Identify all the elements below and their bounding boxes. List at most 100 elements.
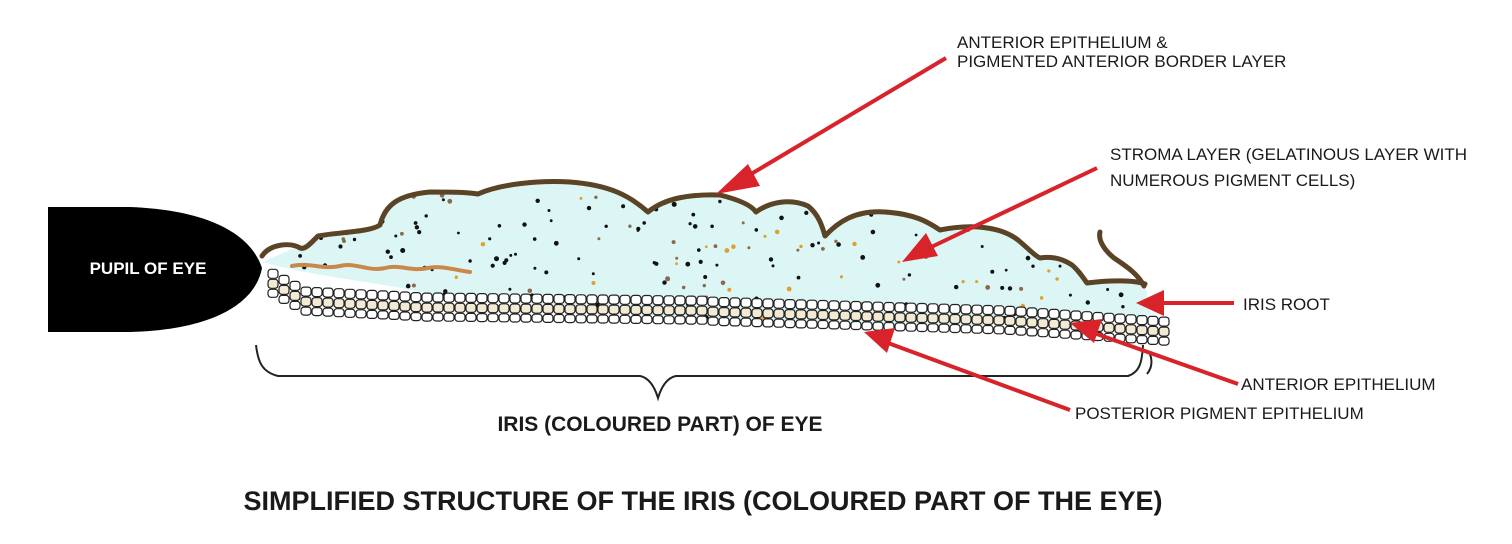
pigment-dot xyxy=(720,280,726,286)
epithelial-cell xyxy=(476,293,488,304)
epithelial-cell xyxy=(564,304,576,315)
pigment-dot xyxy=(1004,268,1008,272)
pigment-dot xyxy=(375,285,380,290)
epithelial-cell xyxy=(443,302,455,313)
epithelial-cell xyxy=(1004,305,1016,316)
epithelial-cell xyxy=(553,293,565,305)
pigment-dot xyxy=(1085,300,1091,305)
epithelial-cell xyxy=(311,297,323,308)
pigment-dot xyxy=(1104,230,1110,236)
label-stroma-1: STROMA LAYER (GELATINOUS LAYER WITH xyxy=(1110,145,1467,164)
epithelial-cell xyxy=(949,303,961,315)
epithelial-cell xyxy=(443,312,455,322)
pigment-dot xyxy=(1000,285,1005,290)
epithelial-cell xyxy=(652,315,664,325)
epithelial-cell xyxy=(641,294,653,306)
pigment-dot xyxy=(834,239,838,243)
epithelial-cell xyxy=(520,313,532,323)
pigment-dot xyxy=(804,210,809,215)
epithelial-cell xyxy=(916,322,928,333)
epithelial-cell xyxy=(850,310,862,322)
epithelial-cell xyxy=(740,297,752,308)
epithelial-cell xyxy=(1026,327,1038,337)
pigment-dot xyxy=(731,244,736,249)
pigment-dot xyxy=(1110,233,1114,238)
epithelial-cell xyxy=(542,293,554,304)
label-anterior-epithelium: ANTERIOR EPITHELIUM xyxy=(1241,375,1436,394)
pigment-dot xyxy=(1130,194,1134,198)
pigment-dot xyxy=(577,257,581,261)
pigment-dot xyxy=(875,282,881,288)
pigment-dot xyxy=(544,270,549,275)
epithelial-cell xyxy=(608,304,620,315)
epithelial-cell xyxy=(729,307,741,318)
pigment-dot xyxy=(591,281,596,285)
pigment-dot xyxy=(821,247,825,251)
epithelial-cell xyxy=(1103,322,1115,333)
epithelial-cell xyxy=(729,297,741,308)
epithelial-cell xyxy=(520,293,532,304)
epithelial-cell xyxy=(1048,308,1060,319)
pigment-dot xyxy=(715,263,719,267)
pigment-dot xyxy=(662,280,667,285)
epithelial-cell xyxy=(872,321,884,331)
epithelial-cell xyxy=(707,296,719,307)
epithelial-cell xyxy=(1004,315,1016,326)
pigment-dot xyxy=(414,225,420,230)
epithelial-cell xyxy=(476,313,488,323)
pigment-dot xyxy=(698,259,703,264)
epithelial-cell xyxy=(993,325,1005,335)
epithelial-cell xyxy=(641,304,653,316)
epithelial-cell xyxy=(1015,306,1027,317)
epithelial-cell xyxy=(817,299,829,311)
pigment-dot xyxy=(1068,293,1072,297)
epithelial-cell xyxy=(487,313,499,323)
pigment-dot xyxy=(480,242,486,247)
epithelial-cell xyxy=(1070,310,1082,321)
label-iris-root: IRIS ROOT xyxy=(1243,295,1330,314)
pigment-dot xyxy=(665,276,671,282)
pigment-dot xyxy=(914,233,918,237)
pigment-dot xyxy=(796,275,801,280)
pigment-dot xyxy=(490,263,495,268)
pigment-dot xyxy=(835,210,841,216)
epithelial-cell xyxy=(509,293,521,304)
epithelial-cell xyxy=(432,312,444,322)
epithelial-cell xyxy=(938,323,950,333)
epithelial-cell xyxy=(399,311,411,321)
epithelial-cell xyxy=(1081,311,1093,322)
epithelial-cell xyxy=(1026,317,1038,328)
epithelial-cell xyxy=(674,315,686,325)
pigment-dot xyxy=(856,202,861,207)
pigment-dot xyxy=(447,198,453,204)
epithelial-cell xyxy=(740,317,752,327)
epithelial-cell xyxy=(1103,312,1115,323)
pigment-dot xyxy=(417,230,422,235)
epithelial-cell xyxy=(806,319,818,329)
epithelial-cell xyxy=(1158,326,1170,337)
epithelial-cell xyxy=(971,324,983,334)
pigment-dot xyxy=(854,194,858,198)
pigment-dot xyxy=(697,248,701,252)
pigment-dot xyxy=(443,289,448,294)
pigment-dot xyxy=(508,287,512,291)
epithelial-cell xyxy=(586,294,598,305)
epithelial-cell xyxy=(1147,315,1159,326)
epithelial-cell xyxy=(751,308,763,319)
epithelial-cell xyxy=(630,294,642,305)
pigment-dot xyxy=(796,248,800,252)
epithelial-cell xyxy=(1125,334,1137,344)
label-anterior-border-1: ANTERIOR EPITHELIUM & xyxy=(957,33,1168,52)
pigment-dot xyxy=(636,226,641,231)
arrows xyxy=(716,56,1239,412)
pigment-dot xyxy=(897,195,901,199)
epithelial-cell xyxy=(861,301,873,312)
epithelial-cell xyxy=(542,303,554,314)
epithelial-cell xyxy=(388,300,400,311)
pigment-dot xyxy=(1007,286,1013,291)
epithelial-cell xyxy=(839,310,851,321)
epithelial-cell xyxy=(355,299,367,310)
epithelial-cell xyxy=(993,305,1005,316)
pigment-dot xyxy=(494,256,499,262)
pigment-dot xyxy=(653,194,658,199)
